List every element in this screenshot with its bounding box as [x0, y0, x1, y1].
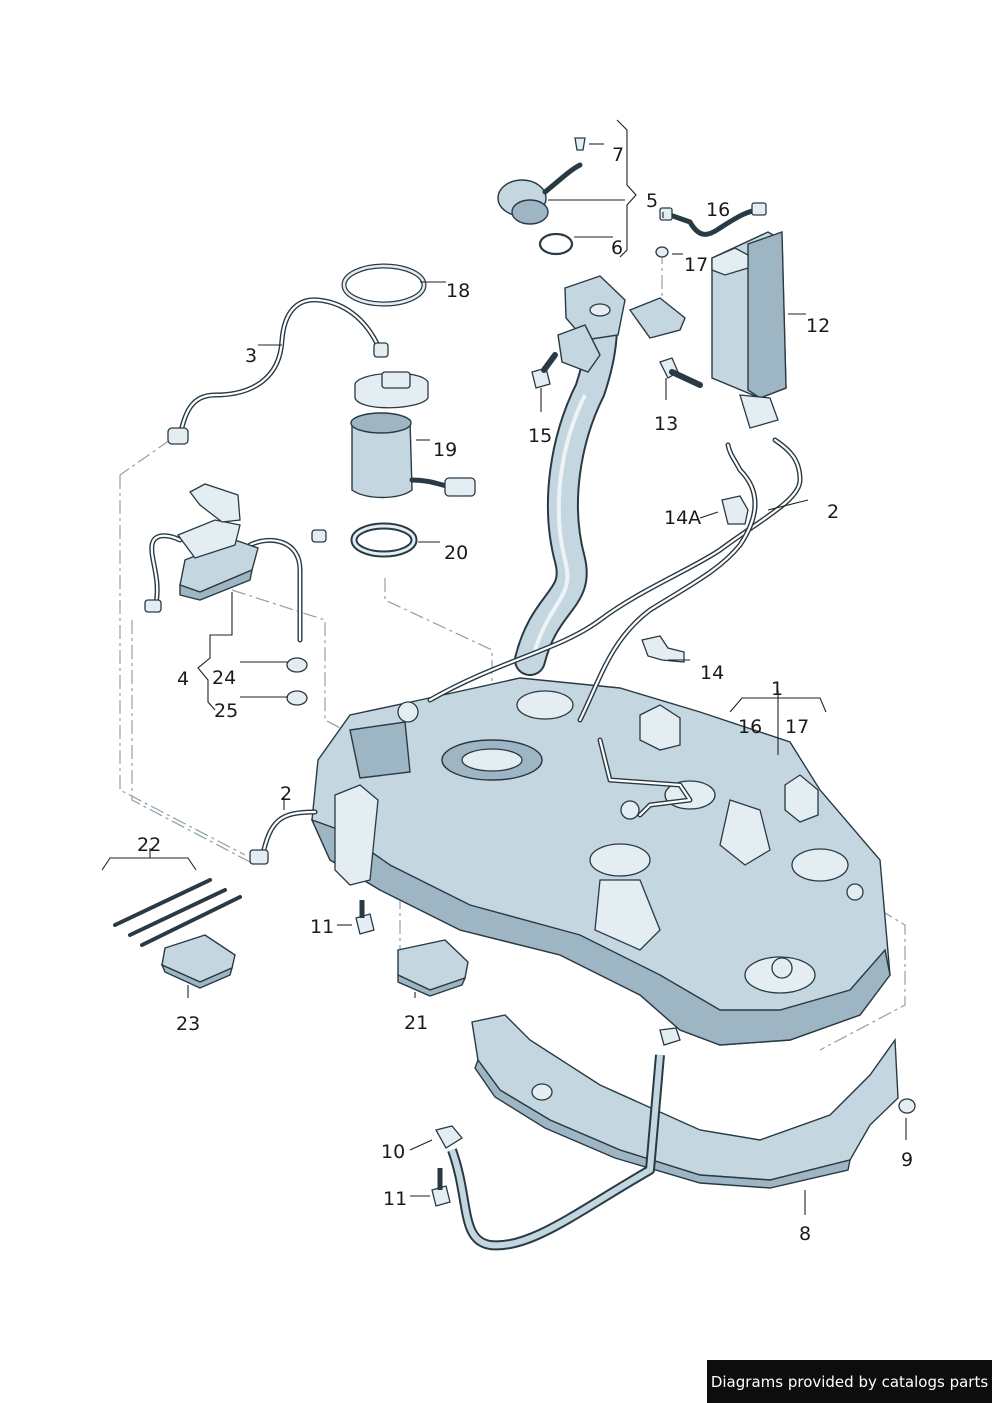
- clamps-24-25: [286, 657, 308, 706]
- callouts: 1 2 2 3 4 5 6 7 8 9 10 11 11 12 13 14 14…: [137, 144, 913, 1245]
- callout-16-lower: 16: [738, 716, 762, 738]
- callout-4: 4: [177, 668, 189, 690]
- part-9-nut: [898, 1098, 916, 1114]
- callout-5: 5: [646, 190, 658, 212]
- callout-6: 6: [611, 237, 623, 259]
- parts-22-23: [113, 878, 242, 989]
- callout-7: 7: [612, 144, 624, 166]
- part-14-clip: [641, 635, 685, 663]
- part-12-canister: [655, 202, 787, 429]
- callout-14: 14: [700, 662, 724, 684]
- straps: [435, 1027, 681, 1251]
- assembly-lines: [119, 250, 906, 1051]
- part-20-seal: [350, 522, 418, 558]
- bolts-11: [355, 900, 451, 1207]
- credit-footer: Diagrams provided by catalogs parts: [707, 1360, 992, 1403]
- callout-1: 1: [771, 678, 783, 700]
- callout-25: 25: [214, 700, 238, 722]
- credit-text: Diagrams provided by catalogs parts: [710, 1372, 989, 1391]
- callout-14a: 14A: [664, 507, 701, 529]
- callout-11-upper: 11: [310, 916, 334, 938]
- callout-17-upper: 17: [684, 254, 708, 276]
- fuel-tank: [310, 677, 891, 1046]
- callout-13: 13: [654, 413, 678, 435]
- callout-21: 21: [404, 1012, 428, 1034]
- callout-12: 12: [806, 315, 830, 337]
- part-21-connector: [397, 939, 469, 997]
- part-13-bolt: [659, 357, 703, 388]
- callout-17-lower: 17: [785, 716, 809, 738]
- part-14a-clip: [721, 495, 749, 525]
- callout-3: 3: [245, 345, 257, 367]
- part-18-lock-ring: [341, 263, 427, 307]
- callout-19: 19: [433, 439, 457, 461]
- part-8-heat-shield: [471, 1014, 899, 1189]
- callout-18: 18: [446, 280, 470, 302]
- part-4-control-unit: [144, 483, 327, 643]
- part-3-hose: [167, 297, 389, 445]
- part-15-bolt: [531, 352, 558, 389]
- callout-10: 10: [381, 1141, 405, 1163]
- parts-5-6-7-cap: [497, 137, 586, 256]
- part-19-fuel-pump: [350, 371, 476, 499]
- callout-2-upper: 2: [827, 501, 839, 523]
- callout-2-lower: 2: [280, 783, 292, 805]
- callout-20: 20: [444, 542, 468, 564]
- part-2-hose: [249, 809, 318, 865]
- callout-23: 23: [176, 1013, 200, 1035]
- callout-9: 9: [901, 1149, 913, 1171]
- callout-16-upper: 16: [706, 199, 730, 221]
- fuel-lines: [427, 437, 803, 818]
- callout-22: 22: [137, 834, 161, 856]
- callout-15: 15: [528, 425, 552, 447]
- callout-11-lower: 11: [383, 1188, 407, 1210]
- callout-8: 8: [799, 1223, 811, 1245]
- callout-24: 24: [212, 667, 236, 689]
- leader-lines: [101, 119, 907, 1215]
- filler-neck: [514, 275, 686, 676]
